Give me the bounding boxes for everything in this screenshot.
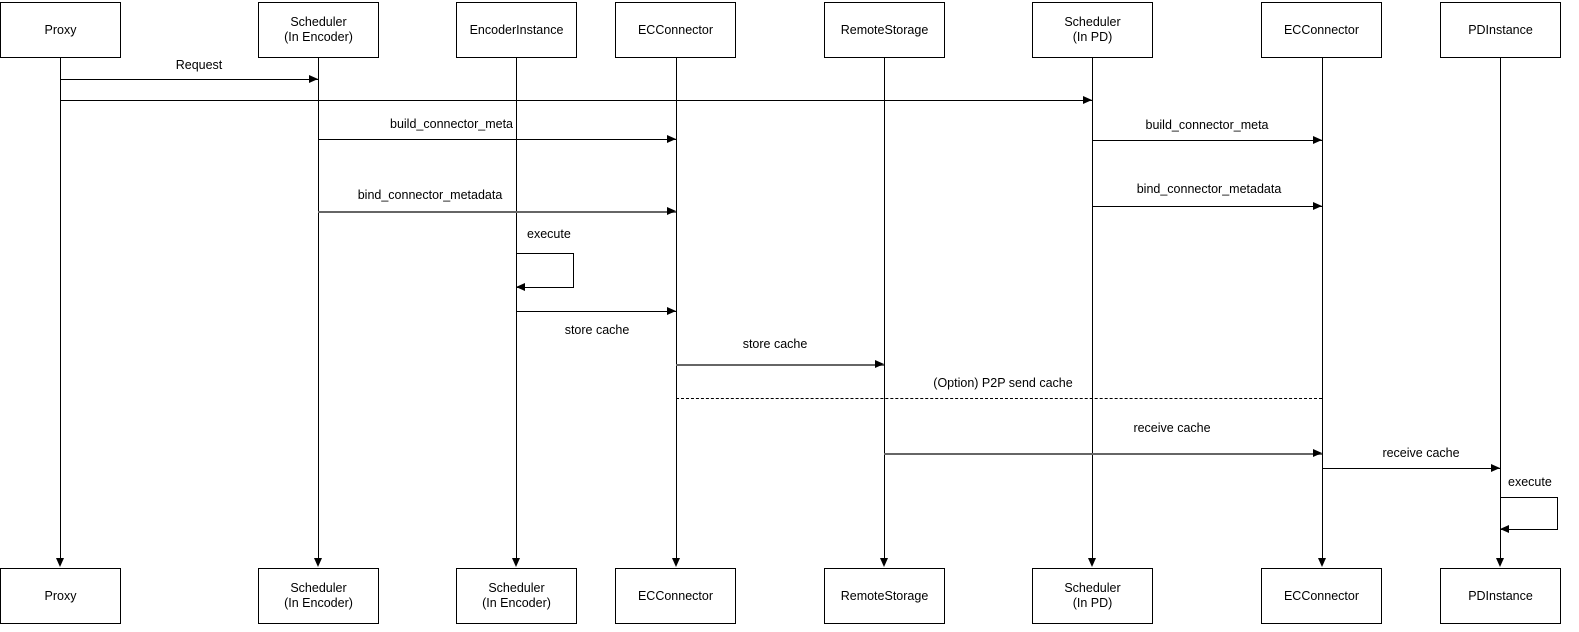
lifeline-scheduler_enc bbox=[318, 58, 319, 559]
message-line-m3 bbox=[318, 139, 676, 140]
message-arrowhead-m2 bbox=[1083, 96, 1092, 104]
message-arrowhead-m10 bbox=[1313, 449, 1322, 457]
message-line-m2 bbox=[60, 100, 1092, 101]
message-arrowhead-m6 bbox=[1313, 202, 1322, 210]
lifeline-foot-remote_storage[interactable]: RemoteStorage bbox=[824, 568, 945, 624]
message-arrowhead-m11 bbox=[1491, 464, 1500, 472]
message-line-m5 bbox=[318, 211, 676, 213]
message-line-m6 bbox=[1092, 206, 1322, 207]
lifeline-ec_connector_enc bbox=[676, 58, 677, 559]
message-line-m11 bbox=[1322, 468, 1500, 469]
lifeline-foot-label-scheduler_enc: Scheduler (In Encoder) bbox=[284, 581, 353, 610]
message-label-m4: build_connector_meta bbox=[1145, 118, 1269, 132]
self-message-arrowhead-s2 bbox=[1500, 525, 1509, 533]
lifeline-head-label-remote_storage: RemoteStorage bbox=[840, 22, 929, 37]
message-label-m10: receive cache bbox=[1133, 421, 1211, 435]
message-label-m1: Request bbox=[175, 58, 223, 72]
message-label-m11: receive cache bbox=[1382, 446, 1460, 460]
lifeline-head-label-proxy: Proxy bbox=[44, 22, 77, 37]
message-line-m7 bbox=[516, 311, 676, 312]
lifeline-head-encoder_instance[interactable]: EncoderInstance bbox=[456, 2, 577, 58]
lifeline-arrowhead-pd_instance bbox=[1496, 558, 1504, 567]
message-arrowhead-m7 bbox=[667, 307, 676, 315]
lifeline-foot-label-ec_connector_pd: ECConnector bbox=[1283, 588, 1360, 603]
self-message-label-s1: execute bbox=[527, 227, 571, 241]
lifeline-arrowhead-remote_storage bbox=[880, 558, 888, 567]
message-arrowhead-m3 bbox=[667, 135, 676, 143]
lifeline-foot-label-pd_instance: PDInstance bbox=[1468, 588, 1533, 603]
lifeline-foot-scheduler_pd[interactable]: Scheduler (In PD) bbox=[1032, 568, 1153, 624]
lifeline-remote_storage bbox=[884, 58, 885, 559]
self-message-loop-s2 bbox=[1500, 497, 1558, 530]
lifeline-head-label-scheduler_enc: Scheduler (In Encoder) bbox=[284, 15, 353, 44]
lifeline-head-label-ec_connector_enc: ECConnector bbox=[637, 22, 714, 37]
lifeline-foot-encoder_instance[interactable]: Scheduler (In Encoder) bbox=[456, 568, 577, 624]
lifeline-arrowhead-ec_connector_pd bbox=[1318, 558, 1326, 567]
self-message-arrowhead-s1 bbox=[516, 283, 525, 291]
message-line-m1 bbox=[60, 79, 318, 80]
lifeline-scheduler_pd bbox=[1092, 58, 1093, 559]
lifeline-head-pd_instance[interactable]: PDInstance bbox=[1440, 2, 1561, 58]
message-line-m4 bbox=[1092, 140, 1322, 141]
lifeline-pd_instance bbox=[1500, 58, 1501, 559]
lifeline-foot-proxy[interactable]: Proxy bbox=[0, 568, 121, 624]
lifeline-head-label-encoder_instance: EncoderInstance bbox=[469, 22, 564, 37]
lifeline-proxy bbox=[60, 58, 61, 559]
lifeline-head-label-ec_connector_pd: ECConnector bbox=[1283, 22, 1360, 37]
message-arrowhead-m4 bbox=[1313, 136, 1322, 144]
message-label-m7: store cache bbox=[564, 323, 630, 337]
lifeline-arrowhead-ec_connector_enc bbox=[672, 558, 680, 567]
lifeline-encoder_instance bbox=[516, 58, 517, 559]
lifeline-head-scheduler_pd[interactable]: Scheduler (In PD) bbox=[1032, 2, 1153, 58]
lifeline-foot-scheduler_enc[interactable]: Scheduler (In Encoder) bbox=[258, 568, 379, 624]
lifeline-foot-label-proxy: Proxy bbox=[44, 588, 77, 603]
lifeline-head-ec_connector_enc[interactable]: ECConnector bbox=[615, 2, 736, 58]
lifeline-foot-pd_instance[interactable]: PDInstance bbox=[1440, 568, 1561, 624]
lifeline-arrowhead-scheduler_pd bbox=[1088, 558, 1096, 567]
lifeline-foot-label-ec_connector_enc: ECConnector bbox=[637, 588, 714, 603]
message-line-m10 bbox=[884, 453, 1322, 455]
self-message-label-s2: execute bbox=[1508, 475, 1552, 489]
message-label-m3: build_connector_meta bbox=[390, 117, 513, 131]
lifeline-foot-label-remote_storage: RemoteStorage bbox=[840, 588, 929, 603]
lifeline-ec_connector_pd bbox=[1322, 58, 1323, 559]
message-arrowhead-m1 bbox=[309, 75, 318, 83]
lifeline-arrowhead-encoder_instance bbox=[512, 558, 520, 567]
lifeline-head-label-pd_instance: PDInstance bbox=[1468, 22, 1533, 37]
message-arrowhead-m8 bbox=[875, 360, 884, 368]
lifeline-head-ec_connector_pd[interactable]: ECConnector bbox=[1261, 2, 1382, 58]
lifeline-head-scheduler_enc[interactable]: Scheduler (In Encoder) bbox=[258, 2, 379, 58]
lifeline-head-proxy[interactable]: Proxy bbox=[0, 2, 121, 58]
message-label-m6: bind_connector_metadata bbox=[1136, 182, 1282, 196]
message-label-m8: store cache bbox=[742, 337, 808, 351]
message-line-m9 bbox=[676, 398, 1322, 399]
lifeline-foot-ec_connector_enc[interactable]: ECConnector bbox=[615, 568, 736, 624]
lifeline-head-label-scheduler_pd: Scheduler (In PD) bbox=[1064, 15, 1121, 44]
lifeline-foot-label-scheduler_pd: Scheduler (In PD) bbox=[1064, 581, 1121, 610]
self-message-loop-s1 bbox=[516, 253, 574, 288]
lifeline-foot-label-encoder_instance: Scheduler (In Encoder) bbox=[482, 581, 551, 610]
message-arrowhead-m5 bbox=[667, 207, 676, 215]
lifeline-head-remote_storage[interactable]: RemoteStorage bbox=[824, 2, 945, 58]
message-line-m8 bbox=[676, 364, 884, 366]
lifeline-arrowhead-proxy bbox=[56, 558, 64, 567]
message-label-m5: bind_connector_metadata bbox=[357, 188, 503, 202]
lifeline-arrowhead-scheduler_enc bbox=[314, 558, 322, 567]
message-label-m9: (Option) P2P send cache bbox=[933, 376, 1073, 390]
lifeline-foot-ec_connector_pd[interactable]: ECConnector bbox=[1261, 568, 1382, 624]
